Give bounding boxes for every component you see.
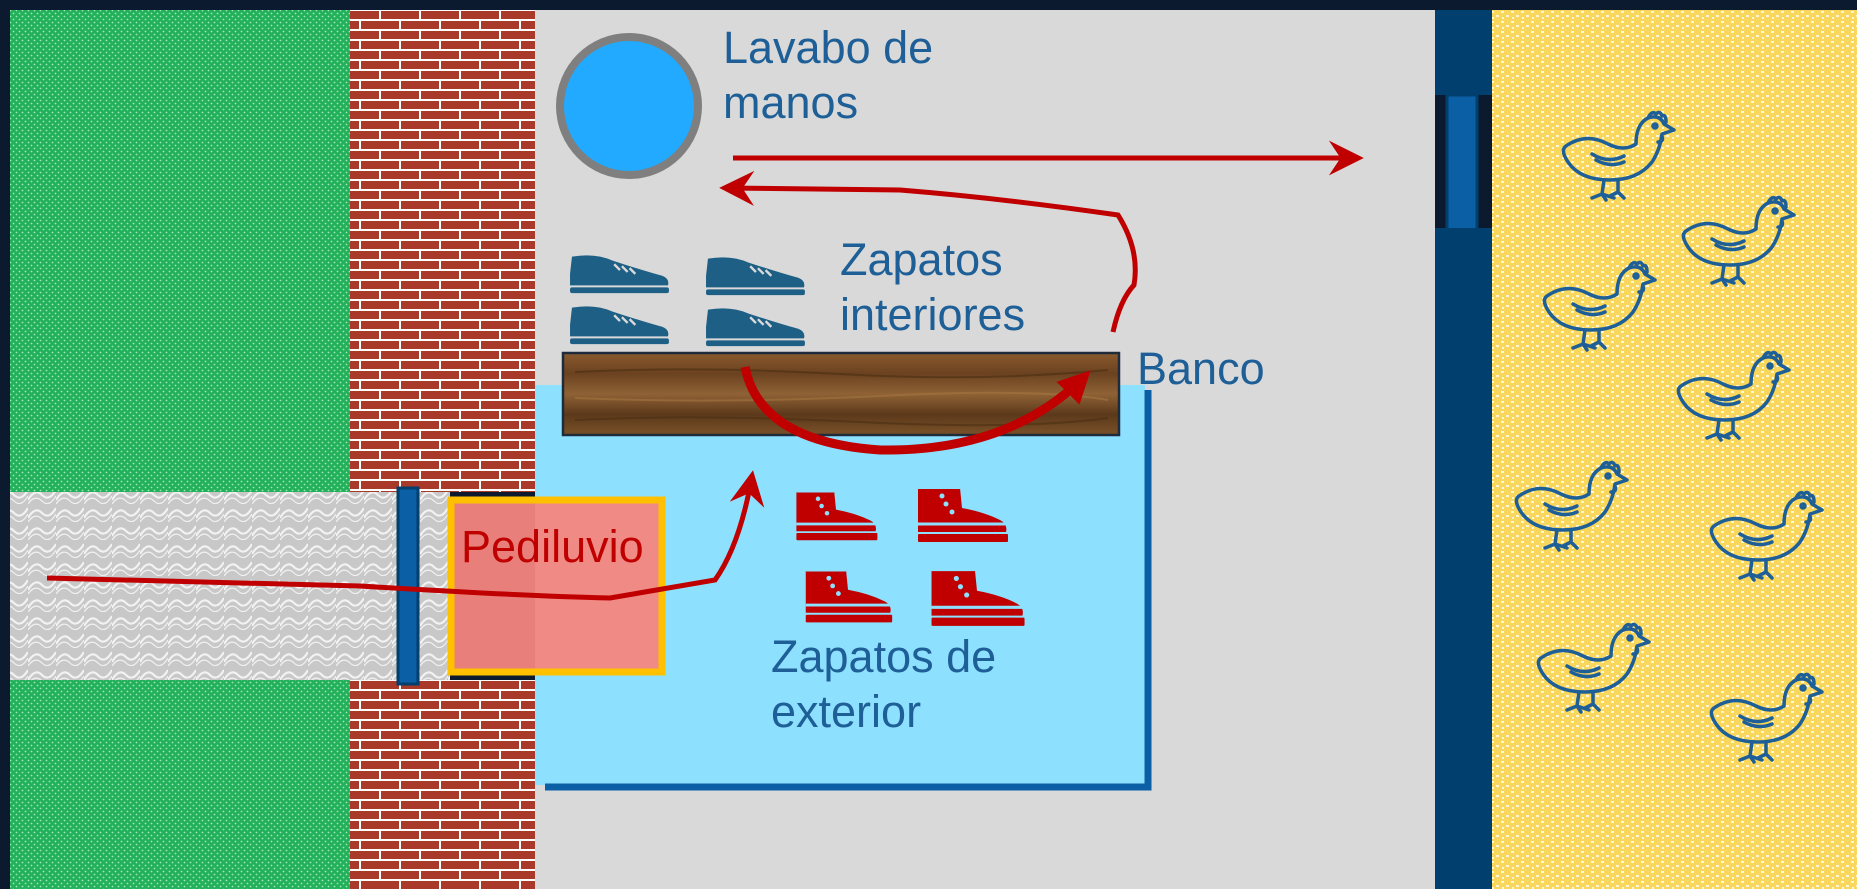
brick-wall <box>350 10 535 889</box>
outdoor-grass-zone <box>10 10 350 889</box>
bench <box>561 351 1121 437</box>
entry-arrow <box>46 470 765 601</box>
outdoor-shoes-label-line2: exterior <box>771 686 921 737</box>
indoor-shoes-label-line2: interiores <box>840 289 1025 340</box>
barn-door[interactable] <box>1435 10 1492 889</box>
indoor-shoes-label-line1: Zapatos <box>840 234 1003 285</box>
sink-basin-icon <box>556 33 702 179</box>
footbath-label: Pediluvio <box>461 521 644 572</box>
poultry-house-floor <box>1492 10 1857 889</box>
outdoor-shoes-label-line1: Zapatos de <box>771 631 996 682</box>
sink-label-line2: manos <box>723 77 858 128</box>
flow-arrows <box>46 140 1364 601</box>
to-sink-arrow <box>719 170 1138 333</box>
sink-label-line1: Lavabo de <box>723 22 933 73</box>
bench-label: Banco <box>1137 343 1265 394</box>
footbath: Pediluvio <box>447 496 666 676</box>
bench-crossing-arrow <box>740 366 1091 455</box>
